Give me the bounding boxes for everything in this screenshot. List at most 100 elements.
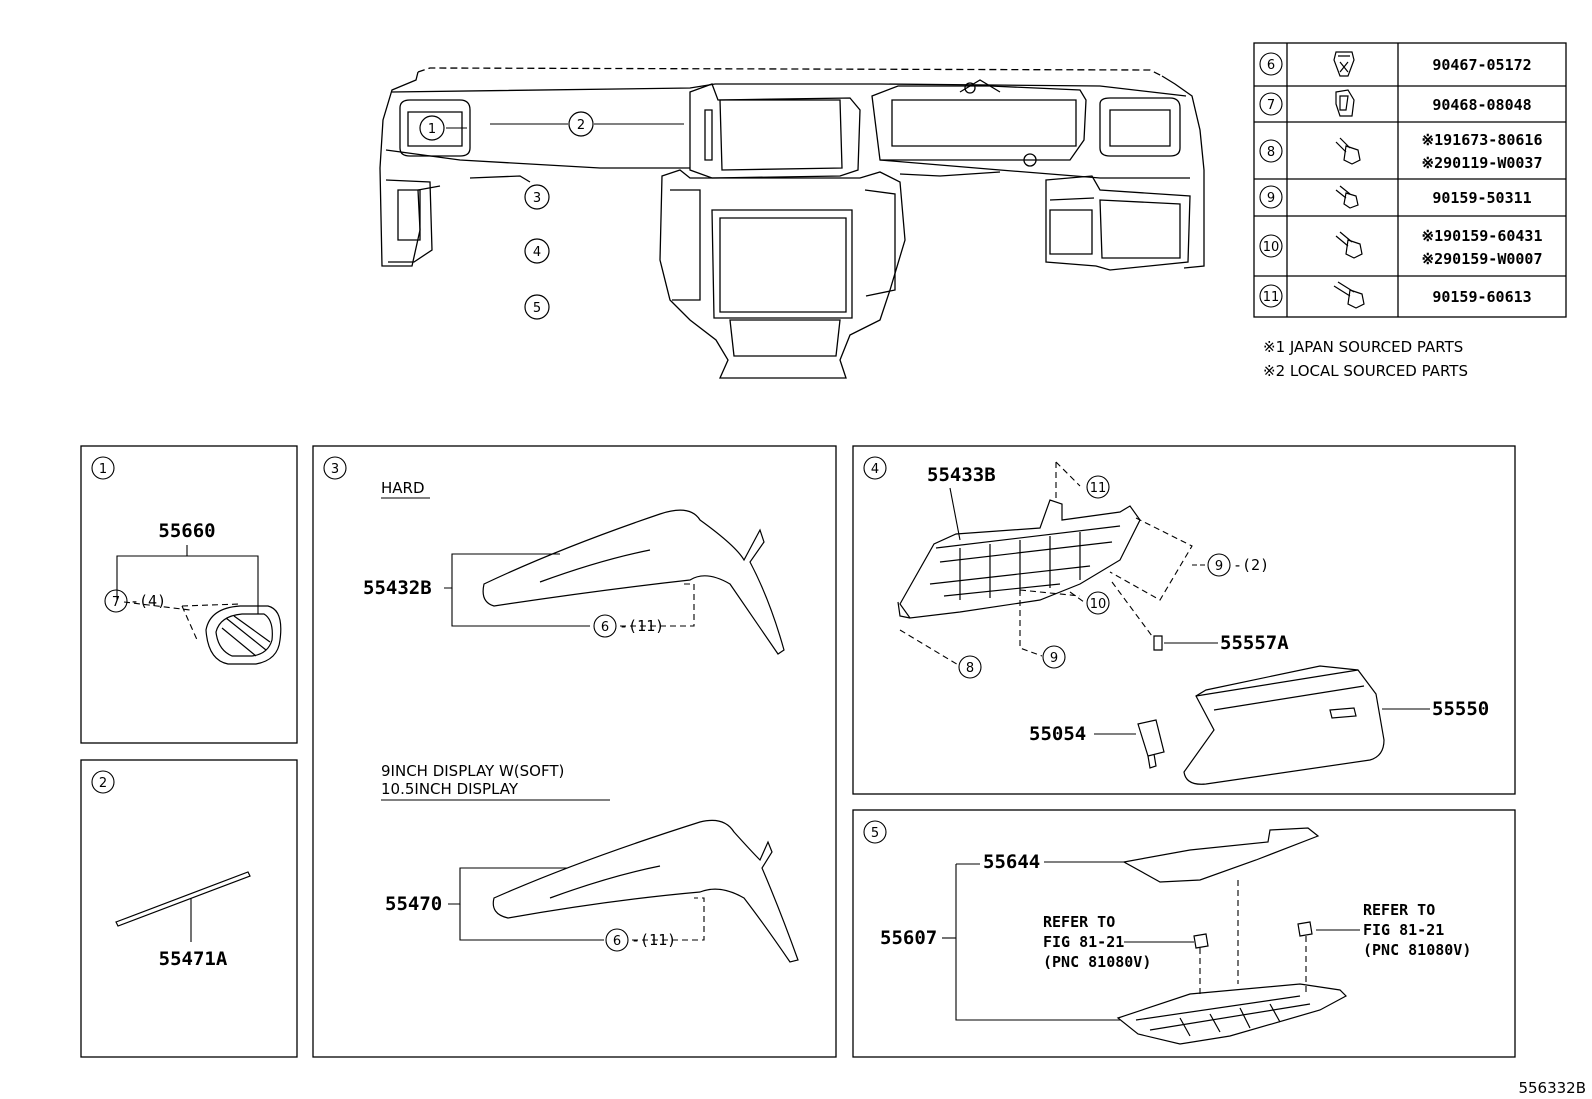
panel-2-frame xyxy=(80,759,298,1058)
note-local-sourced: ※2 LOCAL SOURCED PARTS xyxy=(1263,362,1468,380)
panel-1-vent-part xyxy=(205,605,282,665)
screw-10-icon xyxy=(1335,231,1363,259)
overview-leaders xyxy=(446,123,684,129)
fastener-9-part: 90159-50311 xyxy=(1432,189,1531,207)
panel-4-fastener-9a-badge xyxy=(1207,553,1231,577)
instrument-panel-overview xyxy=(379,67,1205,379)
panel-5-dashed-leaders xyxy=(1199,880,1307,994)
panel-5-ref-right-line-1: REFER TO xyxy=(1363,901,1435,919)
panel-4-fastener-11-number: 11 xyxy=(1090,481,1107,496)
overview-callout-3: 3 xyxy=(533,191,541,206)
panel-3-display-leaders xyxy=(448,867,705,941)
overview-callout-4: 4 xyxy=(533,245,541,260)
panel-4-fastener-9a-number: 9 xyxy=(1215,559,1223,574)
fastener-10-part-local: ※290159-W0007 xyxy=(1422,250,1543,268)
panel-4-dashed-leaders xyxy=(899,461,1193,667)
fastener-10-part-japan: ※190159-60431 xyxy=(1422,227,1543,245)
fastener-6-number: 6 xyxy=(1267,58,1275,73)
panel-5-small-clips xyxy=(1193,921,1313,949)
fastener-7-number: 7 xyxy=(1267,98,1275,113)
panel-4-badge xyxy=(863,456,887,480)
panel-1-frame xyxy=(80,445,298,744)
overview-callout-2: 2 xyxy=(577,118,585,133)
panel-3-hard-leaders xyxy=(444,553,695,627)
panel-5-badge xyxy=(863,820,887,844)
fastener-table-number-circles xyxy=(1259,52,1283,308)
panel-1-fastener-number: 7 xyxy=(112,595,120,610)
screw-8-icon xyxy=(1335,137,1361,165)
panel-3-frame xyxy=(312,445,837,1058)
panel-4-fastener-8-number: 8 xyxy=(966,661,974,676)
panel-5-assy-bracket xyxy=(955,864,1120,1021)
panel-4-number: 4 xyxy=(871,462,879,477)
panel-5-assy-part-number: 55607 xyxy=(880,927,937,949)
panel-2-molding-part xyxy=(115,871,251,927)
panel-2-badge xyxy=(91,770,115,794)
panel-3-badge xyxy=(323,456,347,480)
panel-1-part-number: 55660 xyxy=(158,520,215,542)
overview-callout-5: 5 xyxy=(533,301,541,316)
fastener-8-part-japan: ※191673-80616 xyxy=(1422,131,1543,149)
panel-2-number: 2 xyxy=(99,776,107,791)
panel-4-fastener-9b-badge xyxy=(1042,645,1066,669)
panel-3-display-fastener-badge xyxy=(605,928,629,952)
panel-3-hard-fastener-qty: -(11) xyxy=(619,617,664,635)
panel-4-frame xyxy=(852,445,1516,795)
panel-3-display-part-number: 55470 xyxy=(385,893,442,915)
panel-3-display-cover-part xyxy=(492,819,799,963)
panel-5-number: 5 xyxy=(871,826,879,841)
panel-3-hard-fastener-badge xyxy=(593,614,617,638)
panel-4-fastener-9a-qty: -(2) xyxy=(1233,556,1269,574)
figure-id: 556332B xyxy=(1518,1079,1586,1097)
panel-1-number: 1 xyxy=(99,462,107,477)
panel-1-leaders xyxy=(116,545,259,643)
fastener-table xyxy=(1253,42,1567,318)
panel-3-hard-part-number: 55432B xyxy=(363,577,432,599)
panel-3-display-fastener-number: 6 xyxy=(613,934,621,949)
panel-1-badge xyxy=(91,456,115,480)
panel-5-top-cover-part xyxy=(1122,827,1320,883)
panel-5-ref-left-line-3: (PNC 81080V) xyxy=(1043,953,1151,971)
panel-3-number: 3 xyxy=(331,462,339,477)
panel-4-glove-frame-part xyxy=(897,499,1141,619)
panel-5-ref-left-line-1: REFER TO xyxy=(1043,913,1115,931)
fastener-8-number: 8 xyxy=(1267,145,1275,160)
fastener-9-number: 9 xyxy=(1267,191,1275,206)
panel-4-glove-box-part-number: 55550 xyxy=(1432,698,1489,720)
screw-11-icon xyxy=(1333,281,1365,309)
panel-5-lower-cover-part xyxy=(1116,983,1347,1045)
panel-4-glove-box-part xyxy=(1183,665,1385,785)
fastener-11-part: 90159-60613 xyxy=(1432,288,1531,306)
overview-callout-1: 1 xyxy=(428,122,436,137)
panel-5-ref-right-line-2: FIG 81-21 xyxy=(1363,921,1444,939)
panel-2-part-number: 55471A xyxy=(159,948,228,970)
panel-3-hard-fastener-number: 6 xyxy=(601,620,609,635)
panel-3-display-fastener-qty: -(11) xyxy=(631,931,676,949)
fastener-7-part: 90468-08048 xyxy=(1432,96,1531,114)
panel-5-ref-left-line-2: FIG 81-21 xyxy=(1043,933,1124,951)
panel-4-fastener-11-badge xyxy=(1086,475,1110,499)
panel-4-main-part-number: 55433B xyxy=(927,464,996,486)
panel-4-fastener-10-number: 10 xyxy=(1090,597,1107,612)
screw-9-icon xyxy=(1335,185,1359,209)
clip-icon xyxy=(1333,51,1355,77)
panel-4-fastener-8-badge xyxy=(958,655,982,679)
panel-3-display-label-2: 10.5INCH DISPLAY xyxy=(381,780,519,798)
panel-5-top-part-number: 55644 xyxy=(983,851,1040,873)
fastener-11-number: 11 xyxy=(1263,290,1280,305)
panel-3-hard-label: HARD xyxy=(381,479,425,497)
fastener-10-number: 10 xyxy=(1263,240,1280,255)
panel-3-display-label-1: 9INCH DISPLAY W(SOFT) xyxy=(381,762,564,780)
panel-1-fastener-qty: -(4) xyxy=(130,592,166,610)
panel-4-damper-part-number: 55054 xyxy=(1029,723,1086,745)
panel-4-clip-part xyxy=(1153,635,1163,651)
fastener-6-part: 90467-05172 xyxy=(1432,56,1531,74)
panel-5-ref-right-line-3: (PNC 81080V) xyxy=(1363,941,1471,959)
overview-callouts xyxy=(419,111,594,320)
panel-4-fastener-9b-number: 9 xyxy=(1050,651,1058,666)
note-japan-sourced: ※1 JAPAN SOURCED PARTS xyxy=(1263,338,1463,356)
panel-4-main-leader xyxy=(949,487,961,541)
clip-nut-icon xyxy=(1335,89,1355,117)
fastener-8-part-local: ※290119-W0037 xyxy=(1422,154,1543,172)
